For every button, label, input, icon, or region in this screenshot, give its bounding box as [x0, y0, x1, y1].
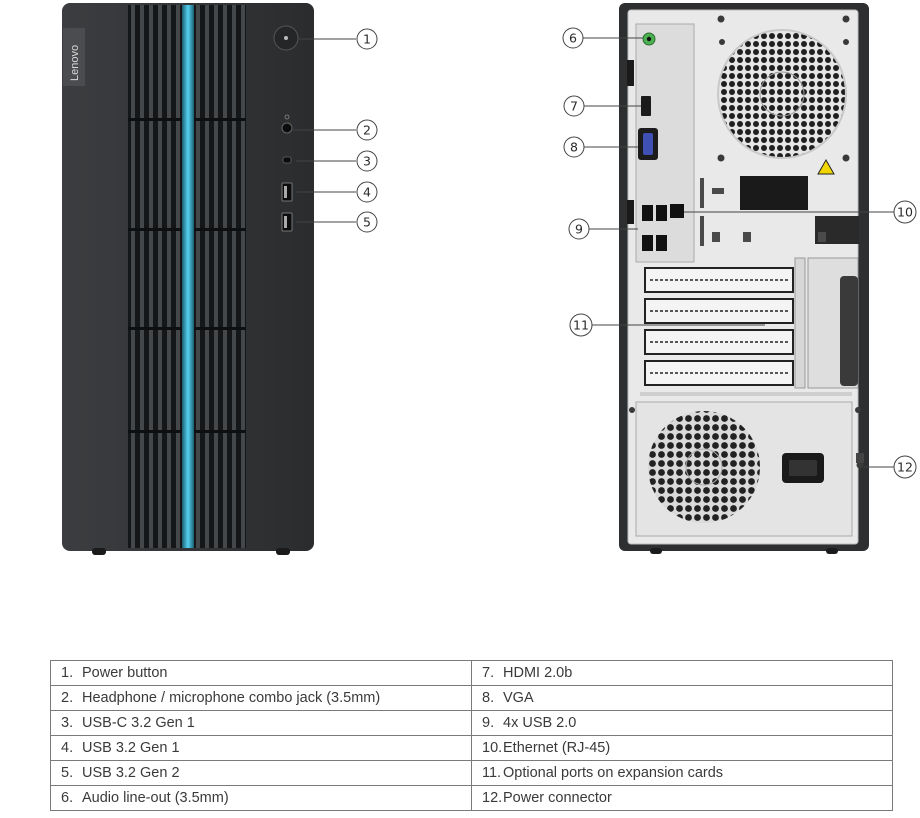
callout-7-label: 7 — [570, 99, 578, 114]
rear-fan-grille — [717, 29, 847, 159]
legend-cell: 6. Audio line-out (3.5mm) — [50, 785, 472, 811]
legend-number: 10. — [482, 740, 503, 756]
warning-label-icon — [817, 158, 835, 175]
rear-cover-block — [740, 176, 808, 210]
legend-cell: 5. USB 3.2 Gen 2 — [50, 760, 472, 786]
legend-label: Power connector — [503, 790, 612, 806]
callout-10: 10 — [893, 200, 917, 224]
callout-8: 8 — [563, 136, 585, 158]
callout-4: 4 — [356, 181, 378, 203]
legend-number: 2. — [61, 690, 74, 706]
legend-number: 4. — [61, 740, 74, 756]
front-foot-right — [276, 548, 290, 555]
legend-label: Headphone / microphone combo jack (3.5mm… — [82, 690, 381, 706]
legend-label: Audio line-out (3.5mm) — [82, 790, 229, 806]
callout-1: 1 — [356, 28, 378, 50]
power-supply — [635, 401, 864, 537]
legend-number: 7. — [482, 665, 495, 681]
callout-3: 3 — [356, 150, 378, 172]
legend-cell: 10.Ethernet (RJ-45) — [471, 735, 893, 761]
legend-cell: 3. USB-C 3.2 Gen 1 — [50, 710, 472, 736]
legend-number: 9. — [482, 715, 495, 731]
legend-label: 4x USB 2.0 — [503, 715, 577, 731]
legend-cell: 7. HDMI 2.0b — [471, 660, 893, 686]
legend-label: HDMI 2.0b — [503, 665, 573, 681]
legend-label: VGA — [503, 690, 534, 706]
callout-6: 6 — [562, 27, 584, 49]
callout-7: 7 — [563, 95, 585, 117]
callout-9-label: 9 — [575, 222, 583, 237]
legend-number: 6. — [61, 790, 74, 806]
front-light-bar — [182, 5, 194, 548]
usb-c-port — [282, 156, 292, 164]
table-row: 3. USB-C 3.2 Gen 1 9. 4x USB 2.0 — [50, 710, 893, 736]
legend-number: 12. — [482, 790, 503, 806]
hdmi-port — [641, 96, 651, 116]
legend-cell: 12.Power connector — [471, 785, 893, 811]
legend-cell: 8. VGA — [471, 685, 893, 711]
rear-view — [619, 3, 869, 554]
ethernet-port — [670, 204, 684, 218]
table-row: 2. Headphone / microphone combo jack (3.5… — [50, 685, 893, 711]
product-diagram: Lenovo 1 2 3 4 5 — [62, 3, 917, 555]
front-view: Lenovo — [62, 3, 314, 555]
legend-number: 3. — [61, 715, 74, 731]
legend-cell: 4. USB 3.2 Gen 1 — [50, 735, 472, 761]
legend-label: Ethernet (RJ-45) — [503, 740, 611, 756]
callout-9: 9 — [568, 218, 590, 240]
callout-2-label: 2 — [363, 123, 371, 138]
legend-cell: 2. Headphone / microphone combo jack (3.5… — [50, 685, 472, 711]
table-row: 5. USB 3.2 Gen 2 11.Optional ports on exp… — [50, 760, 893, 786]
legend-number: 5. — [61, 765, 74, 781]
legend-number: 1. — [61, 665, 74, 681]
legend-number: 8. — [482, 690, 495, 706]
legend-label: Power button — [82, 665, 168, 681]
table-row: 4. USB 3.2 Gen 1 10.Ethernet (RJ-45) — [50, 735, 893, 761]
table-row: 1. Power button 7. HDMI 2.0b — [50, 660, 893, 686]
front-callouts — [293, 38, 356, 223]
legend-cell: 9. 4x USB 2.0 — [471, 710, 893, 736]
callout-5: 5 — [356, 211, 378, 233]
legend-label: USB-C 3.2 Gen 1 — [82, 715, 195, 731]
port-legend-table: 1. Power button 7. HDMI 2.0b 2. Headphone /… — [50, 660, 893, 811]
psu-fan-grille — [648, 411, 760, 523]
legend-cell: 1. Power button — [50, 660, 472, 686]
legend-number: 11. — [482, 765, 502, 781]
rear-callouts — [583, 37, 894, 468]
legend-label: USB 3.2 Gen 2 — [82, 765, 180, 781]
callout-1-label: 1 — [363, 32, 371, 47]
callout-6-label: 6 — [569, 31, 577, 46]
table-row: 6. Audio line-out (3.5mm) 12.Power connec… — [50, 785, 893, 811]
svg-text:Lenovo: Lenovo — [69, 45, 81, 81]
callout-10-label: 10 — [897, 205, 913, 220]
legend-cell: 11.Optional ports on expansion cards — [471, 760, 893, 786]
callout-8-label: 8 — [570, 140, 578, 155]
lenovo-logo: Lenovo — [63, 28, 85, 86]
callout-4-label: 4 — [363, 185, 371, 200]
callout-12-label: 12 — [897, 460, 913, 475]
legend-label: USB 3.2 Gen 1 — [82, 740, 180, 756]
callout-2: 2 — [356, 119, 378, 141]
legend-label: Optional ports on expansion cards — [503, 765, 724, 781]
callout-3-label: 3 — [363, 154, 371, 169]
callout-11: 11 — [569, 313, 593, 337]
callout-5-label: 5 — [363, 215, 371, 230]
usb-2-ports — [642, 205, 667, 251]
callout-11-label: 11 — [573, 318, 589, 333]
front-foot-left — [92, 548, 106, 555]
callout-12: 12 — [893, 455, 917, 479]
expansion-slots — [644, 257, 859, 389]
combo-audio-jack — [281, 122, 293, 134]
